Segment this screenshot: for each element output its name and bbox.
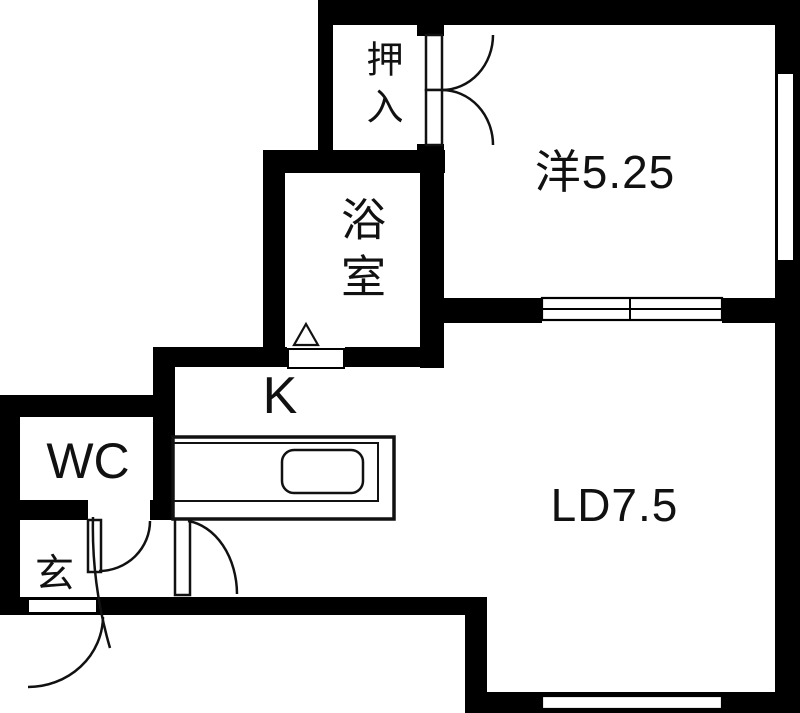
bathroom-door-triangle-icon xyxy=(292,321,320,347)
room-label-living-dining: LD7.5 xyxy=(550,479,679,531)
window-ld-bottom xyxy=(540,694,724,711)
entrance-threshold xyxy=(27,598,98,614)
wall-closet-left xyxy=(318,0,333,152)
doors xyxy=(27,33,495,689)
wall-closet-door-stub-top xyxy=(417,25,444,36)
wall-yoshitsu-ld-right xyxy=(722,298,775,323)
room-label-western-room: 洋5.25 xyxy=(534,146,676,198)
window-right-wall xyxy=(776,72,795,262)
wall-bathroom-bottom-left xyxy=(153,347,287,367)
kitchen-fixtures xyxy=(171,435,396,521)
closet-door-arc-top xyxy=(441,34,495,92)
room-label-entrance: 玄 xyxy=(35,553,75,596)
entrance-door-leaf-line xyxy=(91,516,112,649)
wall-bathroom-bottom-right xyxy=(345,347,443,367)
closet-door-arc-bottom xyxy=(441,88,495,146)
wall-ld-step-left xyxy=(465,597,487,713)
wall-top xyxy=(318,0,800,25)
kitchen-sink-icon xyxy=(280,448,365,495)
closet-door-leaf-top xyxy=(424,33,444,92)
entrance-door-arc xyxy=(27,616,105,689)
wall-band-under-closet xyxy=(263,150,445,173)
room-label-bathroom: 浴室 xyxy=(334,196,385,310)
wall-closet-door-stub-bottom xyxy=(417,144,444,153)
hall-door-leaf xyxy=(173,516,192,597)
wall-bathroom-left xyxy=(263,150,285,367)
kitchen-counter-inner xyxy=(172,442,379,502)
bathroom-door-threshold xyxy=(287,348,345,369)
closet-door-leaf-bottom xyxy=(424,88,444,147)
room-label-oshiire: 押入 xyxy=(361,40,402,134)
wall-wc-top xyxy=(0,395,175,417)
wall-wc-bottom-left xyxy=(0,500,88,520)
room-label-wc: WC xyxy=(46,433,130,489)
wall-yoshitsu-ld-left xyxy=(443,298,542,323)
wall-bathroom-right xyxy=(420,150,444,368)
wall-hall-bottom xyxy=(0,597,487,615)
wc-door-arc xyxy=(98,520,152,573)
room-label-kitchen: K xyxy=(262,367,298,425)
hall-door-arc xyxy=(187,519,239,595)
wall-wc-bottom-right xyxy=(150,500,175,520)
wall-kitchen-left xyxy=(153,347,175,519)
windows-and-openings xyxy=(27,72,795,711)
